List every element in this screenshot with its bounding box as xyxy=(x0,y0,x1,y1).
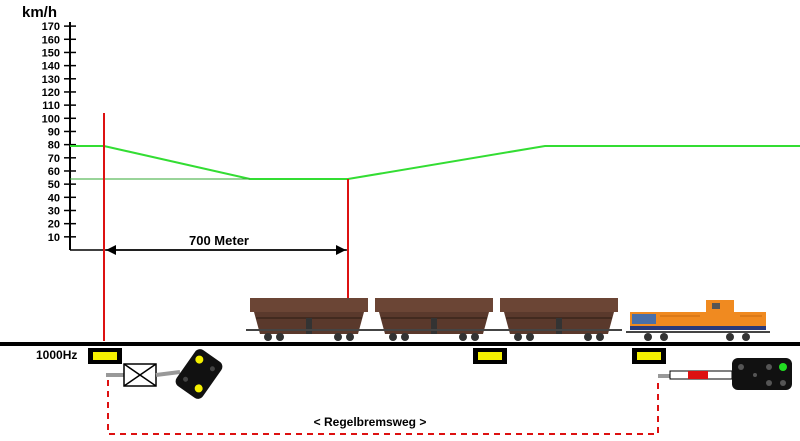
axis-tick-label: 40 xyxy=(48,192,60,204)
hopper-wagons xyxy=(246,298,622,341)
rail-track xyxy=(0,342,800,346)
signal-head xyxy=(175,349,223,399)
braking-distance-label: < Regelbremsweg > xyxy=(314,415,427,429)
axis-tick-label: 60 xyxy=(48,166,60,178)
axis-tick-label: 70 xyxy=(48,153,60,165)
axis-tick-label: 50 xyxy=(48,179,60,191)
track-magnet-1000hz xyxy=(88,348,122,364)
home-signal xyxy=(658,358,792,390)
axis-unit-label: km/h xyxy=(22,4,57,21)
distant-signal xyxy=(106,349,223,399)
axis-tick-label: 90 xyxy=(48,126,60,138)
track-magnet-mid xyxy=(473,348,507,364)
axis-tick-label: 30 xyxy=(48,205,60,217)
axis-tick-label: 160 xyxy=(42,34,60,46)
speed-curves xyxy=(70,145,800,180)
axis-tick-label: 130 xyxy=(42,74,60,86)
axis-tick-label: 10 xyxy=(48,232,60,244)
hopper-wagon xyxy=(496,298,622,341)
distance-arrow: 700 Meter xyxy=(106,233,346,255)
axis-tick-label: 20 xyxy=(48,219,60,231)
hopper-wagon xyxy=(246,298,372,341)
axis-tick-label: 100 xyxy=(42,113,60,125)
braking-distance-frame: < Regelbremsweg > xyxy=(107,380,659,435)
distance-label: 700 Meter xyxy=(189,233,249,248)
axis-tick-label: 170 xyxy=(42,21,60,33)
axis-tick-label: 150 xyxy=(42,47,60,59)
axis-tick-label: 110 xyxy=(42,100,60,112)
axis-tick-label: 80 xyxy=(48,140,60,152)
axis-tick-label: 140 xyxy=(42,61,60,73)
frequency-label: 1000Hz xyxy=(36,348,77,362)
axis-tick-label: 120 xyxy=(42,87,60,99)
hopper-wagon xyxy=(371,298,497,341)
track-magnet-loco xyxy=(632,348,666,364)
braking-curve xyxy=(70,145,800,180)
diesel-locomotive xyxy=(626,300,770,341)
